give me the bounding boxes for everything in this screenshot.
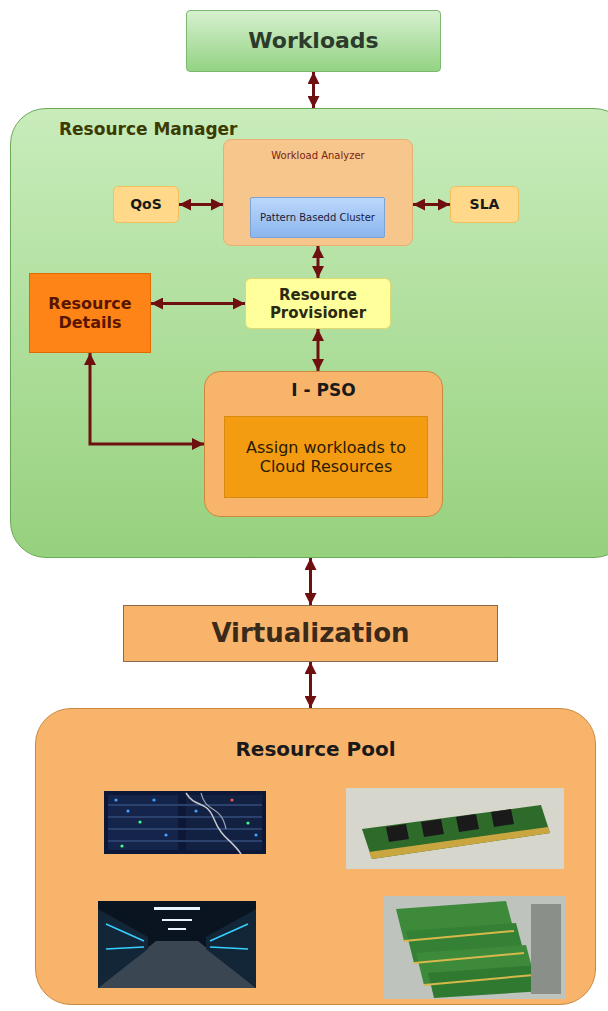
sla-box: SLA	[450, 186, 519, 223]
node-label: I - PSO	[205, 372, 442, 400]
analyzer-box: Workload AnalyzerPattern Basedd Cluster	[223, 139, 413, 246]
double-arrow	[312, 72, 315, 108]
node-label: SLA	[464, 196, 506, 213]
cluster-box: Pattern Basedd Cluster	[250, 197, 385, 238]
resource-details-box: Resource Details	[29, 273, 151, 353]
server-rack-photo	[104, 791, 266, 854]
node-label: QoS	[124, 196, 168, 213]
node-label: Pattern Basedd Cluster	[254, 212, 381, 224]
workloads-box: Workloads	[186, 10, 441, 72]
node-label: Virtualization	[205, 618, 415, 649]
ipso-box: I - PSO Assign workloads to Cloud Resourc…	[204, 371, 443, 517]
datacenter-photo	[98, 901, 256, 988]
resource-manager-panel: Resource ManagerWorkload AnalyzerPattern…	[10, 108, 608, 558]
double-arrow	[90, 353, 204, 444]
qos-box: QoS	[113, 186, 179, 223]
double-arrow	[309, 558, 312, 605]
double-arrow	[413, 203, 450, 206]
virtualization-band: Virtualization	[123, 605, 498, 662]
node-label: Workloads	[242, 28, 384, 54]
double-arrow	[151, 302, 245, 305]
resource-pool-panel: Resource Pool	[35, 708, 596, 1005]
double-arrow	[317, 329, 320, 371]
provisioner-box: Resource Provisioner	[245, 278, 391, 329]
node-label: Workload Analyzer	[224, 140, 412, 162]
ram-modules-photo	[384, 896, 566, 999]
node-label: Resource Details	[30, 294, 150, 332]
double-arrow	[317, 246, 320, 278]
node-label: Resource Pool	[36, 709, 595, 761]
node-label: Assign workloads to Cloud Resources	[225, 438, 427, 476]
assign-box: Assign workloads to Cloud Resources	[224, 416, 428, 498]
node-label: Resource Manager	[11, 109, 608, 139]
double-arrow	[309, 662, 312, 708]
double-arrow	[179, 203, 223, 206]
node-label: Resource Provisioner	[246, 286, 390, 322]
ram-stick-photo	[346, 788, 564, 869]
